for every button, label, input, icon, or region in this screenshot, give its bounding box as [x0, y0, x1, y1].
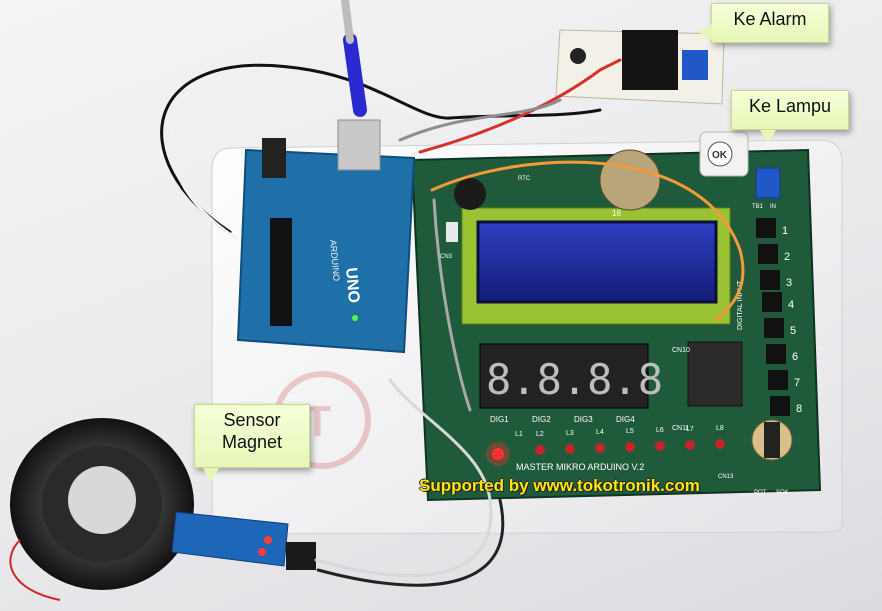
speaker-label-sticker	[68, 466, 136, 534]
callout-sensor-line1: Sensor	[223, 410, 281, 430]
button-number-1: 1	[782, 225, 788, 237]
usb-port	[337, 119, 381, 171]
rtc-label: RTC	[518, 176, 531, 182]
cn3-label: CN3	[440, 254, 453, 260]
digital-input-label: DIGITAL INPUT	[737, 280, 744, 330]
callout-sensor-magnet: Sensor Magnet	[194, 404, 310, 482]
lcd-pin-label: 16	[612, 209, 621, 218]
callout-sensor-pointer	[203, 468, 219, 482]
transistor	[570, 48, 586, 64]
relay-module	[555, 29, 725, 105]
button-number-4: 4	[788, 299, 794, 311]
segment-glyphs: 8.8.8.8	[486, 355, 663, 404]
sensor-led-1	[264, 536, 272, 544]
button-number-7: 7	[794, 377, 800, 389]
rtc-battery	[599, 149, 661, 211]
board-name-label: MASTER MIKRO ARDUINO V.2	[516, 462, 644, 472]
switch-ok-label: OK	[712, 150, 728, 161]
sok-label: SOK	[776, 490, 789, 496]
sensor-led-2	[258, 548, 266, 556]
push-button-8[interactable]	[770, 396, 790, 416]
callout-alarm-text: Ke Alarm	[733, 9, 807, 29]
dig2-label: DIG2	[532, 415, 551, 424]
button-number-6: 6	[792, 351, 798, 363]
led-label-1: L1	[515, 431, 523, 438]
button-number-5: 5	[790, 325, 796, 337]
push-button-5[interactable]	[764, 318, 784, 338]
in-label: IN	[770, 204, 776, 210]
magnet-sensor-module	[171, 511, 316, 570]
power-led	[352, 315, 358, 321]
cn3-header	[446, 222, 458, 242]
screw-terminal-tb1	[755, 167, 781, 199]
lcd-module: 16	[461, 207, 731, 325]
cn10-label: CN10	[672, 347, 690, 354]
callout-lampu-text: Ke Lampu	[748, 96, 832, 116]
led-label-3: L3	[566, 430, 574, 437]
tb1-label: TB1	[752, 204, 764, 210]
led-label-8: L8	[716, 425, 724, 432]
relay-block	[622, 30, 678, 90]
cn11-label: CN11	[672, 425, 689, 432]
button-number-3: 3	[786, 277, 792, 289]
lcd-screen	[476, 220, 718, 304]
dot-matrix-display: CN10 CN11	[672, 341, 743, 432]
button-number-8: 8	[796, 403, 802, 415]
dig3-label: DIG3	[574, 415, 593, 424]
led-row: L1 L2 L3 L4 L5 L6 L7 L8 MASTER MIKRO ARD…	[486, 425, 725, 472]
push-button-6[interactable]	[766, 344, 786, 364]
callout-lampu-pointer	[760, 130, 776, 144]
led-label-7: L7	[686, 426, 694, 433]
push-button-4[interactable]	[762, 292, 782, 312]
wires	[160, 0, 745, 587]
atmega-chip	[270, 218, 292, 326]
potentiometer: POT SOK CN13	[718, 419, 793, 496]
white-switch: OK	[699, 131, 749, 177]
pot-label: POT	[754, 490, 767, 496]
supported-by-watermark: Supported by www.tokotronik.com	[419, 476, 700, 495]
callout-sensor-line2: Magnet	[221, 432, 283, 452]
cn13-label: CN13	[718, 474, 734, 480]
power-jack	[262, 138, 286, 178]
push-button-1[interactable]	[756, 218, 776, 238]
led-label-5: L5	[626, 428, 634, 435]
callout-ke-alarm: Ke Alarm	[698, 3, 829, 43]
sensor-connector	[286, 542, 316, 570]
relay-terminal	[682, 50, 708, 80]
speaker	[9, 418, 194, 601]
uno-model-text: UNO	[342, 267, 362, 304]
callout-ke-lampu: Ke Lampu	[731, 90, 849, 144]
push-button-3[interactable]	[760, 270, 780, 290]
led-label-2: L2	[536, 431, 544, 438]
dig1-label: DIG1	[490, 415, 509, 424]
led-label-6: L6	[656, 427, 664, 434]
push-button-7[interactable]	[768, 370, 788, 390]
uno-brand-text: ARDUINO	[328, 239, 342, 281]
button-number-2: 2	[784, 251, 790, 263]
push-button-column: 1 2 3 4 5 6 7 8 DIGITAL INPUT	[737, 218, 802, 416]
push-button-2[interactable]	[758, 244, 778, 264]
led-label-4: L4	[596, 429, 604, 436]
arduino-uno-board: UNO ARDUINO	[236, 119, 416, 354]
led-lit	[492, 448, 504, 460]
buzzer	[454, 178, 486, 210]
callout-alarm-pointer	[698, 24, 712, 40]
seven-segment-display: 8.8.8.8 DIG1 DIG2 DIG3 DIG4	[479, 343, 663, 424]
dig4-label: DIG4	[616, 415, 635, 424]
